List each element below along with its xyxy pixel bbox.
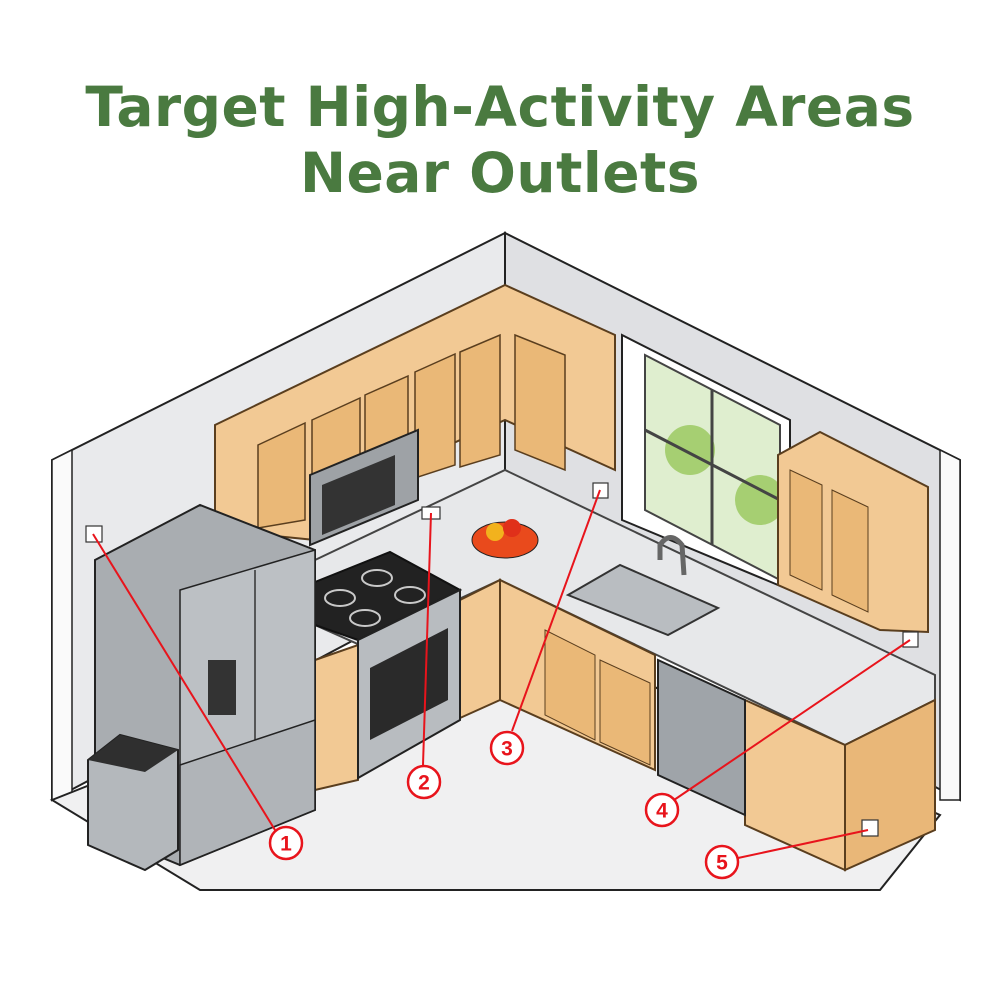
callout-3: 3	[489, 730, 525, 766]
callout-label: 5	[716, 852, 728, 875]
outlet-4	[902, 631, 919, 648]
window	[621, 333, 791, 592]
callout-1: 1	[268, 825, 304, 861]
lower-cabinets-left	[459, 578, 501, 720]
outlet-5	[861, 819, 879, 837]
left-wall-edge	[51, 448, 73, 801]
page-title: Target High-Activity Areas Near Outlets	[0, 74, 1000, 206]
oven-window	[370, 628, 448, 740]
callout-5: 5	[704, 844, 740, 880]
callout-4: 4	[644, 792, 680, 828]
water-dispenser	[208, 660, 236, 715]
title-line-1: Target High-Activity Areas	[85, 75, 915, 139]
lower-cabinet-fridge-side	[314, 643, 359, 792]
dishwasher	[657, 658, 746, 817]
right-wall-edge	[939, 448, 961, 801]
callout-label: 2	[418, 772, 430, 795]
faucet	[657, 535, 687, 576]
callout-label: 4	[656, 800, 668, 823]
sink	[565, 563, 721, 637]
callout-2: 2	[406, 764, 442, 800]
title-line-2: Near Outlets	[299, 141, 701, 205]
callout-label: 3	[501, 738, 513, 761]
callout-label: 1	[280, 833, 292, 856]
